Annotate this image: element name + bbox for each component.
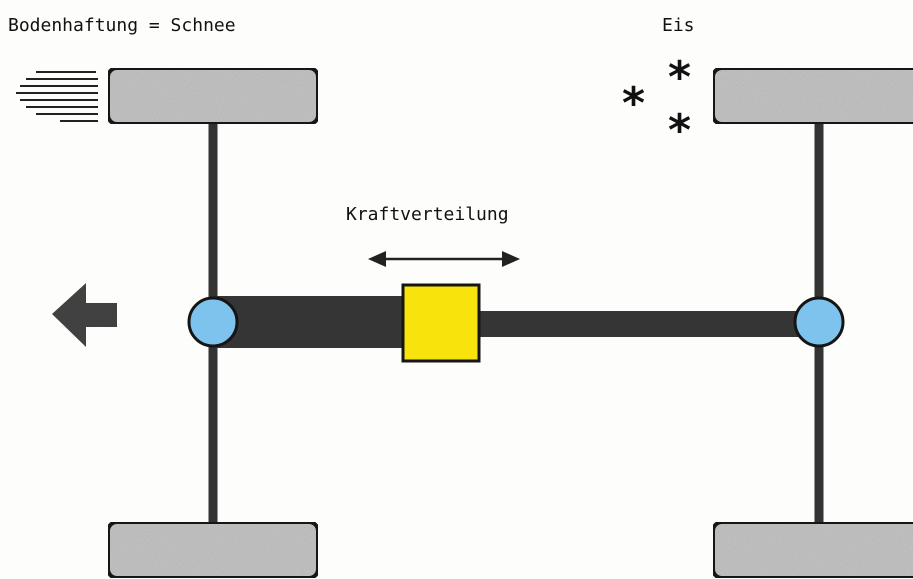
force-distribution-arrow-icon <box>368 251 520 267</box>
driveshaft-front <box>213 296 405 348</box>
tire-rear-right <box>711 520 913 579</box>
driveshaft-rear <box>478 311 820 337</box>
tire-rear-left <box>106 520 320 579</box>
joint-right <box>793 296 845 348</box>
snowflake-icon: * <box>622 78 645 129</box>
center-differential <box>401 283 481 363</box>
direction-arrow-icon <box>52 283 117 347</box>
snowflake-icon: * <box>668 105 691 156</box>
joint-left <box>187 296 239 348</box>
force-distribution-label: Kraftverteilung <box>346 204 509 225</box>
tire-front-left <box>106 66 320 126</box>
tire-front-right <box>711 66 913 126</box>
snow-motion-lines-icon <box>16 71 98 122</box>
snowflake-icon: * <box>668 52 691 103</box>
ice-snowflakes-icon: * * * <box>622 52 691 156</box>
front-right-traction-label: Eis <box>662 15 695 36</box>
front-left-traction-label: Bodenhaftung = Schnee <box>8 15 236 36</box>
